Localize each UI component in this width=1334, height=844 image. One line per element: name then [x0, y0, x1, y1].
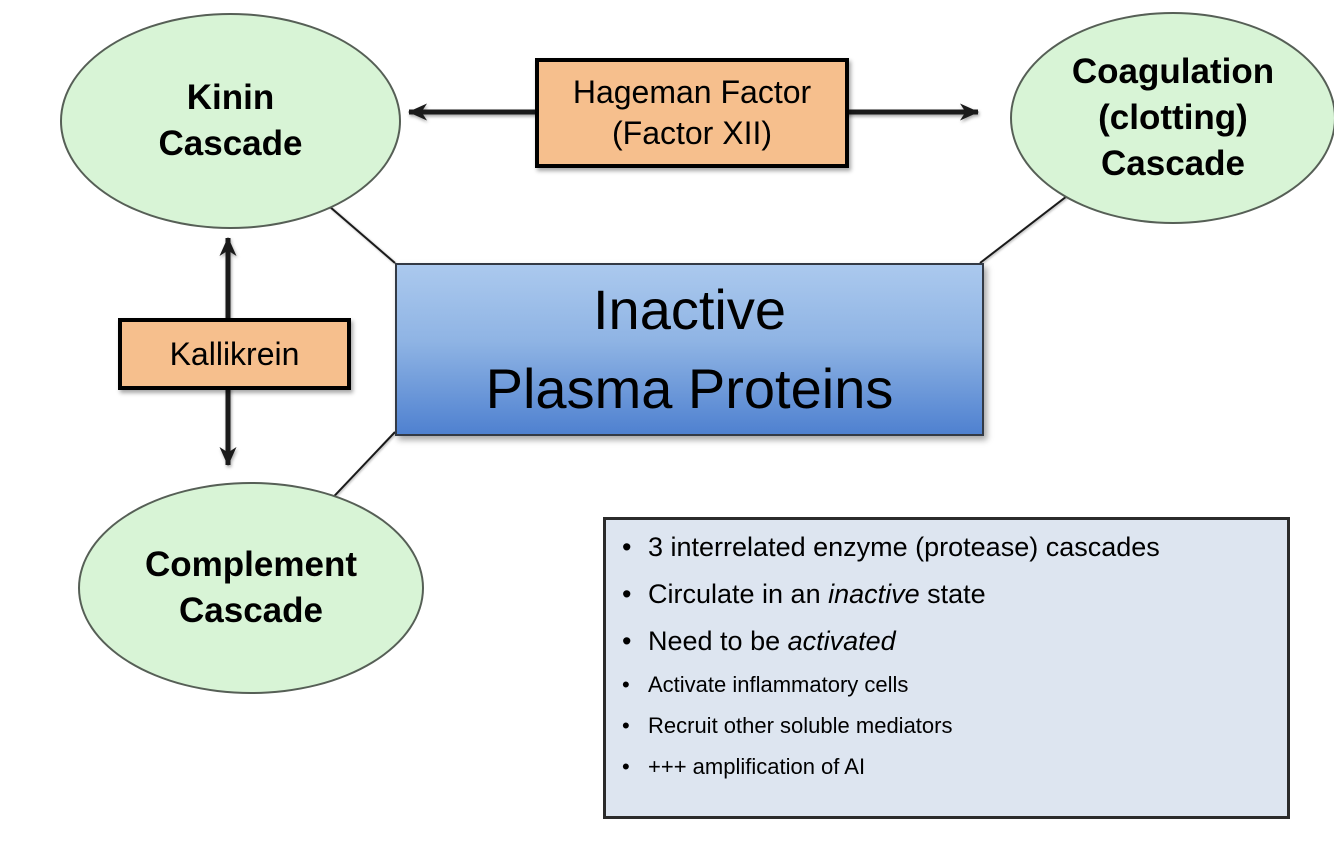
- bullet-text: Activate inflammatory cells: [648, 672, 909, 697]
- node-coagulation-cascade: Coagulation (clotting) Cascade: [1010, 12, 1334, 224]
- bullet-text: Circulate in an inactive state: [648, 579, 986, 609]
- node-kinin-cascade-label: Kinin Cascade: [158, 77, 303, 163]
- node-hageman-factor-label: Hageman Factor (Factor XII): [572, 74, 812, 151]
- bullet-icon: •: [622, 754, 630, 779]
- bullet-icon: •: [622, 713, 630, 738]
- node-coagulation-cascade-label: Coagulation (clotting) Cascade: [1071, 51, 1275, 184]
- bullet-text: +++ amplification of AI: [648, 754, 866, 779]
- notes-list: • 3 interrelated enzyme (protease) cascad…: [606, 520, 1287, 781]
- node-inactive-plasma-proteins: Inactive Plasma Proteins: [395, 263, 984, 436]
- bullet-item: • Recruit other soluble mediators: [622, 712, 1269, 740]
- node-kallikrein: Kallikrein: [118, 318, 351, 390]
- bullet-item: • 3 interrelated enzyme (protease) cascad…: [622, 530, 1269, 564]
- node-complement-cascade-label: Complement Cascade: [145, 544, 357, 630]
- bullet-text: Need to be activated: [648, 626, 896, 656]
- bullet-icon: •: [622, 672, 630, 697]
- node-kallikrein-label: Kallikrein: [169, 335, 300, 372]
- bullet-icon: •: [622, 532, 632, 562]
- bullet-item: • +++ amplification of AI: [622, 753, 1269, 781]
- node-hageman-factor: Hageman Factor (Factor XII): [535, 58, 849, 168]
- notes-panel: • 3 interrelated enzyme (protease) cascad…: [603, 517, 1290, 819]
- bullet-item: • Activate inflammatory cells: [622, 671, 1269, 699]
- bullet-item: • Need to be activated: [622, 624, 1269, 658]
- bullet-icon: •: [622, 579, 632, 609]
- bullet-text: Recruit other soluble mediators: [648, 713, 953, 738]
- bullet-item: • Circulate in an inactive state: [622, 577, 1269, 611]
- bullet-text: 3 interrelated enzyme (protease) cascade…: [648, 532, 1160, 562]
- node-complement-cascade: Complement Cascade: [78, 482, 424, 694]
- node-inactive-plasma-proteins-label: Inactive Plasma Proteins: [485, 278, 894, 420]
- node-kinin-cascade: Kinin Cascade: [60, 13, 401, 229]
- bullet-icon: •: [622, 626, 632, 656]
